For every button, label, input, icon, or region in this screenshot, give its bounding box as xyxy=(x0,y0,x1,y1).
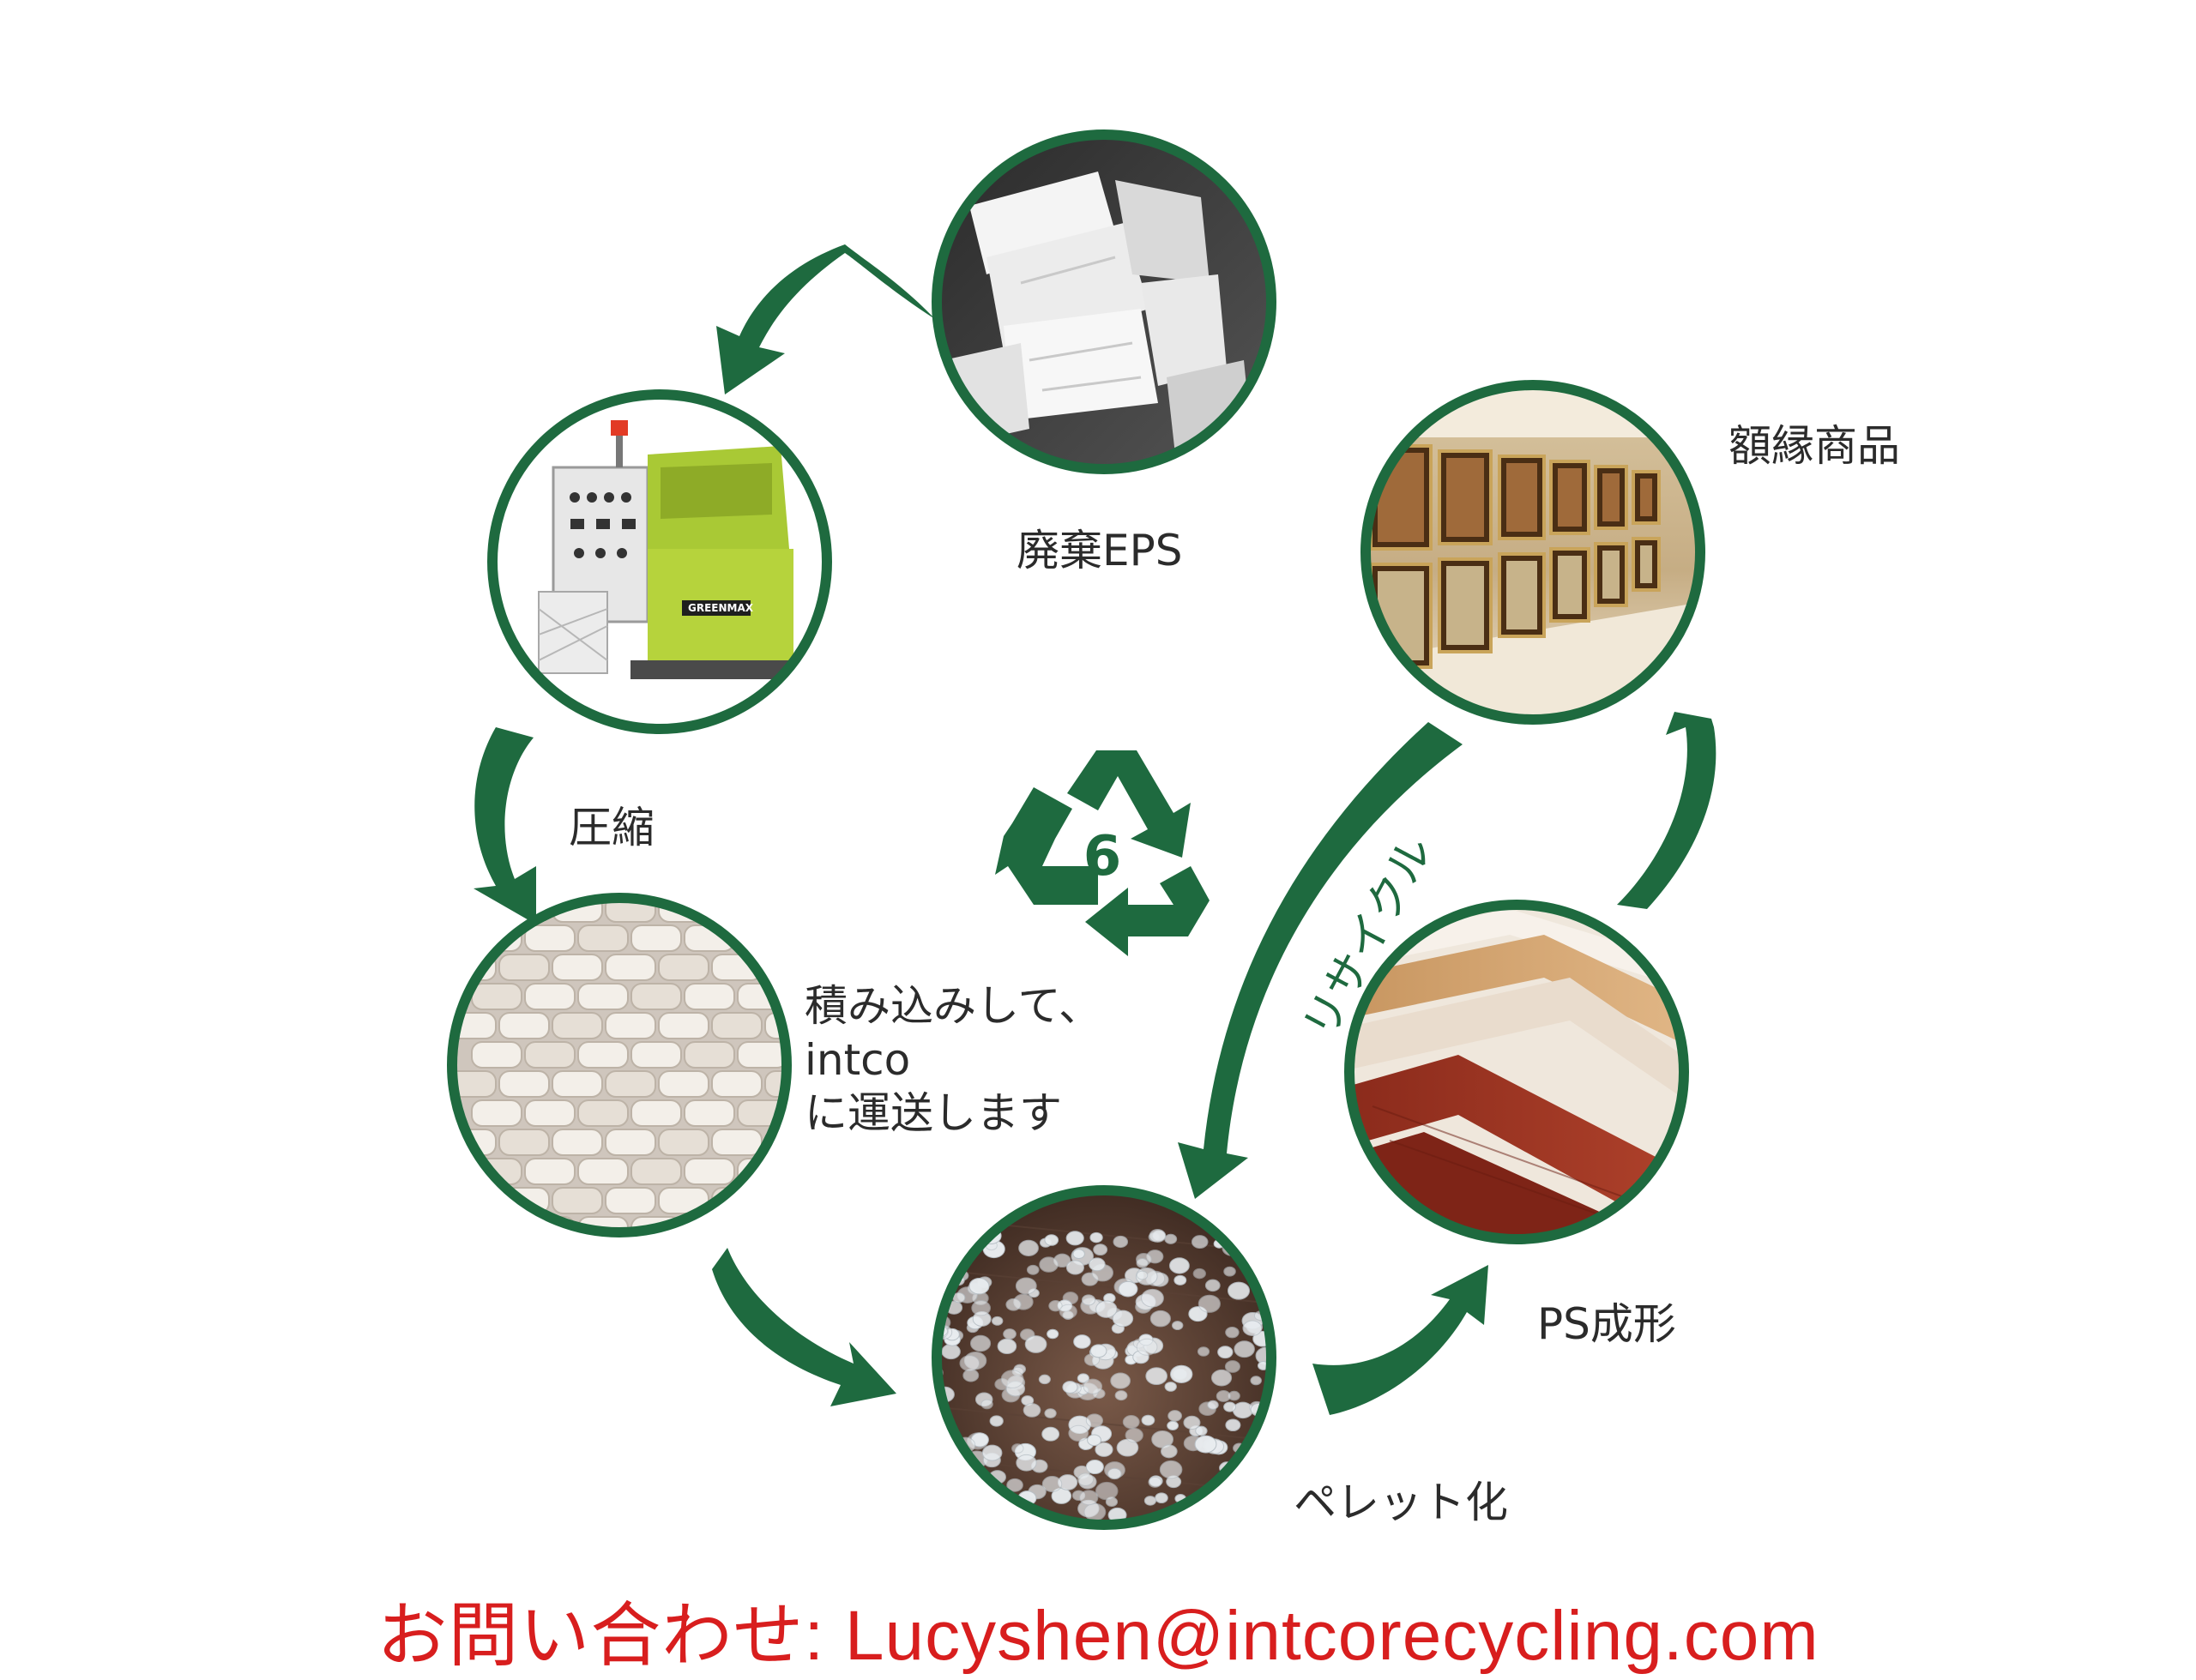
label-compress: 圧縮 xyxy=(569,803,655,852)
node-frame-products xyxy=(1360,380,1705,725)
arrow-ps-to-frames xyxy=(1617,712,1716,909)
label-frame-products: 額縁商品 xyxy=(1728,421,1900,471)
node-compactor: GREENMAX xyxy=(487,389,832,734)
label-ps-molding: PS成形 xyxy=(1537,1299,1676,1349)
resin-code-number: 6 xyxy=(1083,825,1122,888)
node-waste-eps xyxy=(932,129,1276,474)
compactor-brand-text: GREENMAX xyxy=(688,602,754,614)
recycle-symbol: 6 xyxy=(995,750,1210,956)
arrow-frames-to-pellets xyxy=(1178,722,1463,1199)
contact-line[interactable]: お問い合わせ: Lucyshen@intcorecycling.com xyxy=(377,1597,1819,1675)
node-compressed-bales xyxy=(447,893,792,1237)
node-pellets xyxy=(932,1185,1276,1530)
frames-wall xyxy=(1369,444,1661,669)
arrow-pellets-to-ps xyxy=(1312,1265,1488,1415)
label-ship-line3: に運送します xyxy=(805,1088,1062,1138)
flow-arrows xyxy=(474,244,1716,1415)
label-waste-eps: 廃棄EPS xyxy=(1017,526,1183,575)
label-ship: 積み込みして、 intco に運送します xyxy=(805,979,1101,1141)
arrow-bales-to-pellets xyxy=(712,1248,896,1406)
arrow-compactor-to-bales xyxy=(474,727,536,924)
arrow-eps-to-compactor xyxy=(716,244,935,394)
node-ps-molding xyxy=(1344,900,1689,1244)
label-ship-line2: intco xyxy=(805,1034,911,1085)
label-ship-line1: 積み込みして、 xyxy=(805,981,1101,1031)
label-pellets: ペレット化 xyxy=(1294,1478,1508,1527)
